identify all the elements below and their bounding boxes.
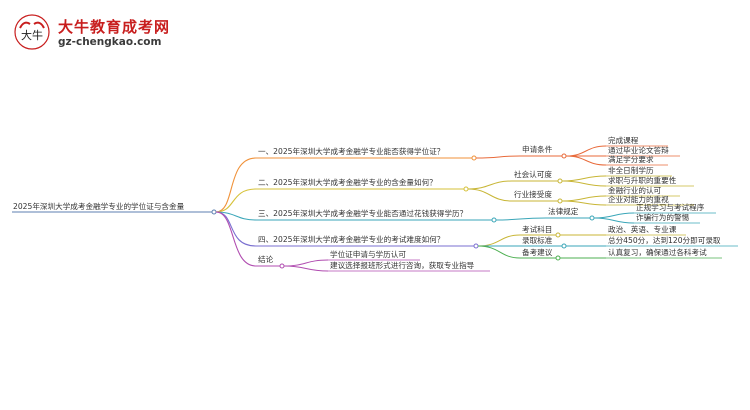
branch5-label[interactable]: 结论 [258, 255, 274, 264]
b4-child1-label[interactable]: 考试科目 [522, 225, 553, 234]
branch4-label[interactable]: 四、2025年深圳大学成考金融学专业的考试难度如何？ [258, 235, 445, 244]
branch2-connector [215, 188, 257, 213]
root-node-dot [211, 209, 217, 215]
b5-leaf2-connector [283, 265, 329, 272]
b1-leaf3-connector [565, 155, 607, 166]
b1-child-connector [475, 155, 521, 159]
b2-leaf1[interactable]: 非全日制学历 [608, 166, 654, 175]
branch1-connector [215, 157, 257, 213]
b2-child1-connector [467, 180, 513, 190]
b4-leaf1[interactable]: 政治、英语、专业课 [608, 225, 677, 234]
b1-leaf2[interactable]: 通过毕业论文答辩 [608, 146, 669, 155]
branch1-label[interactable]: 一、2025年深圳大学成考金融学专业能否获得学位证？ [258, 147, 445, 156]
b5-leaf1[interactable]: 学位证申请与学历认可 [330, 250, 406, 259]
b4-child2-dot [561, 243, 567, 249]
b2-leaf4-connector [561, 200, 607, 206]
root-topic[interactable]: 2025年深圳大学成考金融学专业的学位证与含金量 [13, 202, 185, 211]
b3-child-label[interactable]: 法律规定 [548, 207, 579, 216]
b2-leaf2-connector [561, 180, 607, 187]
b4-leaf2[interactable]: 总分450分，达到120分即可录取 [608, 236, 721, 245]
b2-leaf4[interactable]: 企业对能力的重视 [608, 195, 669, 204]
b2-leaf1-connector [561, 175, 607, 182]
b3-leaf1[interactable]: 正规学习与考试程序 [636, 203, 705, 212]
branch2-label[interactable]: 二、2025年深圳大学成考金融学专业的含金量如何？ [258, 178, 437, 187]
b1-child-label[interactable]: 申请条件 [522, 145, 553, 154]
b3-leaf2-connector [593, 217, 635, 224]
b5-leaf2[interactable]: 建议选择报班形式进行咨询，获取专业指导 [330, 261, 475, 270]
b2-child2-label[interactable]: 行业接受度 [514, 190, 552, 199]
b4-child3-label[interactable]: 备考建议 [522, 248, 553, 257]
b4-child3-connector [477, 245, 521, 259]
branch4-connector [215, 211, 257, 247]
branch3-label[interactable]: 三、2025年深圳大学成考金融学专业能否通过花钱获得学历？ [258, 209, 468, 218]
b4-child1-connector [477, 234, 521, 247]
b4-leaf3[interactable]: 认真复习，确保通过各科考试 [608, 248, 707, 257]
ox-logo-icon: 大牛 [14, 14, 50, 50]
brand-title: 大牛教育成考网 [58, 18, 171, 36]
branch2-dot [463, 186, 469, 192]
b1-leaf1[interactable]: 完成课程 [608, 136, 639, 145]
b2-leaf2[interactable]: 求职与升职的重要性 [608, 176, 677, 185]
branch3-dot [491, 217, 497, 223]
b2-leaf3-connector [561, 195, 607, 202]
b4-child1-dot [555, 232, 561, 238]
b5-leaf1-connector [283, 259, 329, 267]
b1-leaf1-connector [565, 145, 607, 157]
b2-leaf3[interactable]: 金融行业的认可 [608, 186, 662, 195]
b2-child2-connector [467, 188, 513, 202]
site-logo[interactable]: 大牛 大牛教育成考网 gz-chengkao.com [14, 14, 174, 56]
branch5-connector [215, 211, 257, 267]
b2-child1-dot [557, 178, 563, 184]
b2-child2-dot [557, 198, 563, 204]
branch1-dot [471, 155, 477, 161]
b1-child-dot [561, 153, 567, 159]
b3-leaf1-connector [593, 212, 635, 219]
b4-child2-label[interactable]: 录取标准 [522, 236, 553, 245]
b3-child-dot [589, 215, 595, 221]
b3-child-connector [495, 217, 547, 221]
branch5-dot [279, 263, 285, 269]
branch4-dot [473, 243, 479, 249]
logo-mark-text: 大牛 [21, 28, 43, 42]
b4-child3-dot [555, 255, 561, 261]
b1-leaf3[interactable]: 满足学分要求 [608, 155, 654, 164]
b3-leaf2[interactable]: 诈骗行为的警惕 [636, 213, 690, 222]
brand-url: gz-chengkao.com [58, 36, 162, 48]
b2-child1-label[interactable]: 社会认可度 [514, 170, 552, 179]
